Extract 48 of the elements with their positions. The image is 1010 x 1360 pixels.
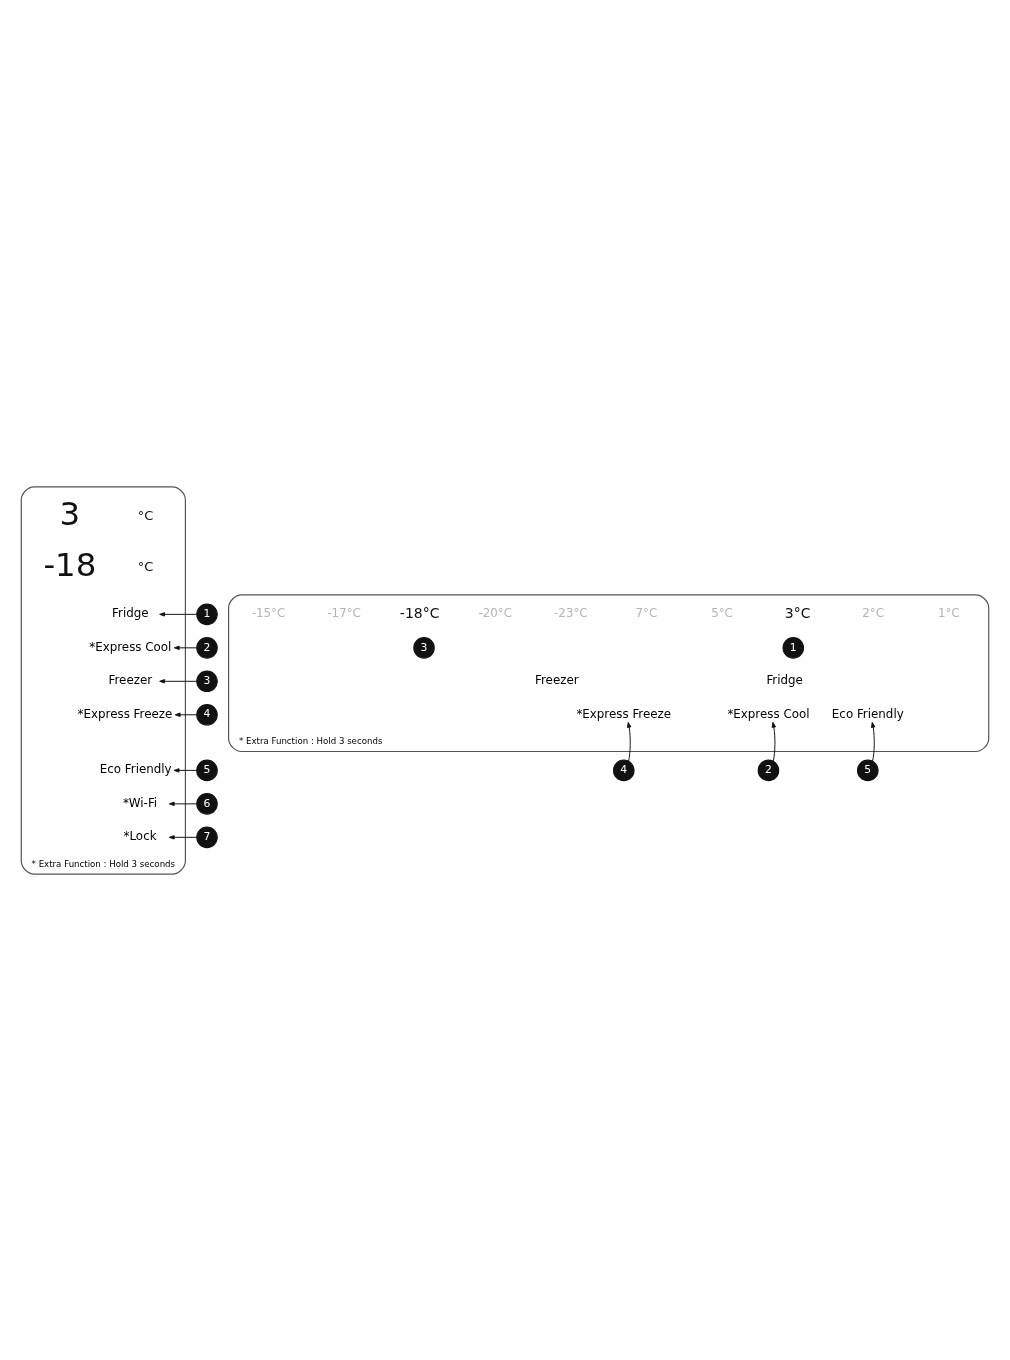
node-circle: 3 [413, 636, 435, 659]
node-text: Eco Friendly [831, 706, 904, 721]
node-text: Fridge [112, 605, 149, 620]
arrow [871, 721, 876, 762]
label: 3°C [784, 604, 811, 621]
arrow [174, 712, 198, 717]
arrow [627, 721, 632, 762]
label: -15°C [251, 605, 286, 620]
node-text: *Lock [123, 828, 157, 843]
node-circle: 2 [757, 759, 780, 781]
node-circle: 4 [612, 759, 635, 781]
arrow [168, 834, 198, 839]
node-circle: 1 [196, 603, 218, 625]
label: 1°C [937, 605, 960, 620]
node-circle: 6 [196, 792, 218, 815]
arrow [159, 678, 198, 683]
arrow [771, 721, 776, 762]
node-text: Freezer [535, 672, 579, 687]
node-text: Freezer [108, 672, 153, 687]
label: -23°C [554, 605, 588, 620]
arrow [168, 801, 198, 806]
node-circle: 7 [196, 826, 218, 848]
label: 3 [59, 494, 81, 533]
node-circle: 2 [196, 636, 218, 659]
label: °C [137, 507, 154, 523]
node-circle: 3 [196, 670, 218, 692]
node-circle: 5 [857, 759, 879, 781]
node-text: *Wi-Fi [122, 795, 158, 810]
arrow [159, 611, 198, 617]
label: °C [137, 558, 154, 574]
label: -20°C [478, 605, 513, 620]
label: 7°C [635, 605, 658, 620]
node-text: *Express Cool [89, 639, 172, 654]
node-text: *Express Cool [727, 706, 810, 721]
node-text: *Express Freeze [576, 706, 672, 721]
node-text: Eco Friendly [99, 761, 172, 776]
label: -18°C [399, 604, 440, 621]
node-circle: 4 [196, 703, 218, 726]
arrow [173, 645, 197, 650]
label: 2°C [862, 605, 885, 620]
label: -17°C [327, 605, 361, 620]
node-text: Fridge [766, 672, 803, 687]
node-circle: 1 [782, 636, 805, 659]
label: -18 [43, 545, 97, 583]
label: 5°C [711, 605, 733, 620]
arrow [173, 767, 198, 773]
node-text: *Express Freeze [77, 706, 173, 721]
node-circle: 5 [196, 759, 218, 781]
